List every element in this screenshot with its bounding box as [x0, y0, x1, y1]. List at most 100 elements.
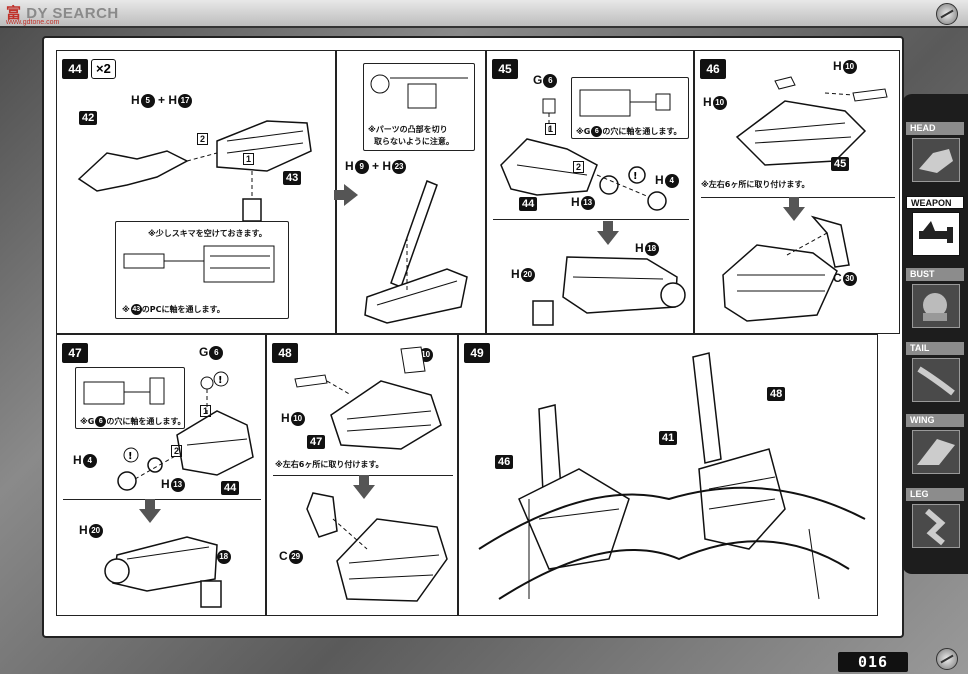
- gun-with-blade-art: [364, 180, 468, 324]
- note-text: 取らないように注意。: [374, 137, 454, 146]
- leg-icon: [912, 504, 960, 548]
- sidebar-item-tail[interactable]: TAIL: [906, 342, 964, 404]
- detail-art: [123, 245, 275, 283]
- runner-letter: H: [833, 59, 842, 73]
- note-text: ※左右6ヶ所に取り付けます。: [701, 180, 810, 189]
- gun-assembly-art: [104, 536, 222, 608]
- step-number: 46: [700, 59, 726, 79]
- runner-letter: C: [279, 549, 288, 563]
- part-number: 43: [130, 304, 142, 315]
- part-callout: 47: [307, 435, 326, 449]
- part-number: 20: [88, 523, 103, 538]
- part-callout: 45: [831, 157, 850, 171]
- missile-pod-art: [722, 215, 850, 322]
- arrow-down-icon: [353, 475, 375, 499]
- wing-icon: [912, 430, 960, 474]
- divider: [493, 219, 689, 220]
- step-48-panel: 48 H10 H10 47 ※左右6ヶ所に取り付けます。 C29: [266, 334, 458, 616]
- sequence-marker: 2: [197, 133, 209, 145]
- note-text: ※パーツの凸部を切り: [368, 125, 448, 134]
- detail-art: [370, 74, 468, 109]
- sidebar-item-weapon[interactable]: WEAPON: [906, 196, 964, 258]
- missile-pod-art: [294, 346, 442, 450]
- runner-letter: H: [79, 523, 88, 537]
- step-number: 49: [464, 343, 490, 363]
- runner-letter: H: [655, 173, 664, 187]
- part-number: 6: [591, 126, 603, 137]
- runner-letter: H: [168, 93, 178, 107]
- multiplier-label: ×2: [91, 59, 116, 79]
- runner-letter: H: [382, 159, 392, 173]
- note-suffix: のPCに軸を通します。: [141, 305, 225, 314]
- head-icon: [912, 138, 960, 182]
- svg-text:!: !: [218, 375, 223, 386]
- part-number: 23: [392, 159, 407, 174]
- part-callout: 44: [519, 197, 538, 211]
- part-number: 13: [170, 477, 185, 492]
- note-prefix: ※G: [80, 417, 95, 426]
- part-number: 5: [140, 93, 155, 108]
- note-text: ※少しスキマを空けておきます。: [148, 229, 267, 238]
- tab-label: WING: [906, 414, 964, 427]
- tab-label: LEG: [906, 488, 964, 501]
- weapon-icon: [912, 212, 960, 256]
- svg-text:!: !: [633, 171, 638, 182]
- part-number: 6: [543, 73, 558, 88]
- sidebar-item-wing[interactable]: WING: [906, 414, 964, 476]
- part-number: 18: [216, 549, 231, 564]
- note-text: ※左右6ヶ所に取り付けます。: [275, 460, 384, 469]
- site-url: www.gdtone.com: [6, 19, 60, 26]
- svg-text:!: !: [128, 451, 133, 462]
- note-prefix: ※G: [576, 127, 591, 136]
- runner-letter: G: [533, 73, 543, 87]
- part-callout: 43: [283, 171, 302, 185]
- logo-glyph: 富: [6, 4, 22, 22]
- top-bar: 富 DY SEARCH www.gdtone.com: [0, 0, 968, 28]
- note-suffix: の穴に軸を通します。: [602, 127, 682, 136]
- runner-letter: H: [73, 453, 82, 467]
- part-number: 10: [842, 59, 857, 74]
- sidebar-item-head[interactable]: HEAD: [906, 122, 964, 184]
- part-number: 4: [82, 453, 97, 468]
- runner-letter: H: [345, 159, 354, 173]
- page-number: 016: [838, 652, 908, 672]
- part-number: 18: [644, 241, 659, 256]
- bust-icon: [912, 284, 960, 328]
- sidebar-item-bust[interactable]: BUST: [906, 268, 964, 330]
- detail-art: [579, 89, 671, 117]
- plus-sign: +: [158, 93, 166, 107]
- sequence-marker: 1: [243, 153, 255, 165]
- arrow-down-icon: [783, 197, 805, 221]
- part-callout: 42: [79, 111, 98, 125]
- step-number: 44: [62, 59, 88, 79]
- gun-assembly-art: !: [500, 98, 667, 211]
- note-suffix: の穴に軸を通します。: [106, 417, 186, 426]
- sidebar-item-leg[interactable]: LEG: [906, 488, 964, 550]
- missile-pod-art: [735, 76, 888, 166]
- part-number: 20: [520, 267, 535, 282]
- screw-icon: [936, 3, 958, 25]
- arrow-down-icon: [139, 499, 161, 523]
- gun-assembly-art: [532, 256, 686, 326]
- step-number: 48: [272, 343, 298, 363]
- final-assembly-art: [478, 352, 866, 600]
- sequence-marker: 1: [200, 405, 212, 417]
- step-number: 45: [492, 59, 518, 79]
